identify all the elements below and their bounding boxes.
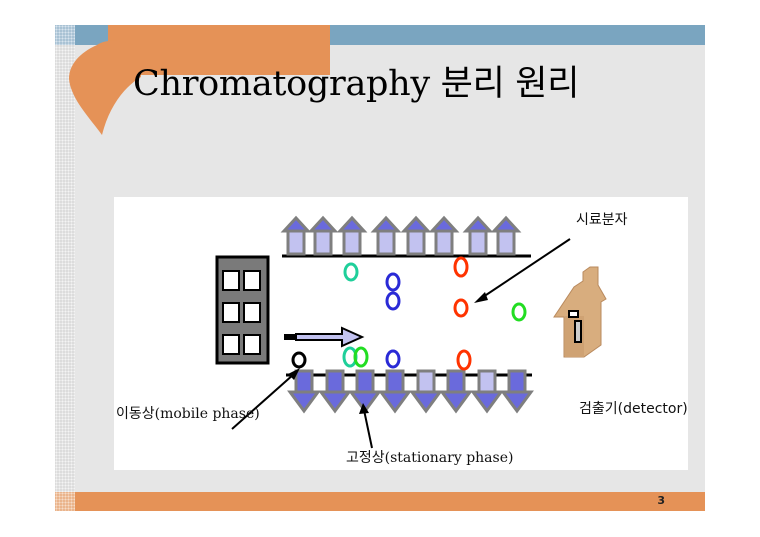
footer-dotted-corner bbox=[55, 492, 75, 511]
stationary-phase-label: 고정상(stationary phase) bbox=[346, 450, 514, 466]
stationary-phase-top bbox=[282, 216, 531, 258]
detector-icon bbox=[553, 266, 607, 358]
sample-molecules bbox=[291, 256, 527, 371]
dotted-left-strip bbox=[55, 25, 75, 511]
slide-title: Chromatography 분리 원리 bbox=[133, 64, 580, 104]
solvent-reservoir-icon bbox=[215, 255, 270, 365]
flow-arrow-icon bbox=[284, 326, 365, 348]
detector-label: 검출기(detector) bbox=[579, 401, 688, 417]
pointer-arrows bbox=[231, 238, 571, 449]
page-number: 3 bbox=[657, 494, 665, 507]
orange-leaf-shape bbox=[69, 40, 141, 135]
mobile-phase-label: 이동상(mobile phase) bbox=[116, 406, 260, 422]
diagram-canvas bbox=[215, 216, 607, 449]
stationary-phase-bottom bbox=[286, 369, 533, 413]
sample-molecule-label: 시료분자 bbox=[576, 212, 628, 228]
footer-bar bbox=[55, 492, 705, 511]
slide: Chromatography 분리 원리 bbox=[55, 25, 705, 511]
dotted-corner bbox=[55, 25, 75, 45]
top-orange-block bbox=[108, 25, 330, 75]
chromatography-diagram: 시료분자 이동상(mobile phase) 고정상(stationary ph… bbox=[114, 197, 688, 470]
